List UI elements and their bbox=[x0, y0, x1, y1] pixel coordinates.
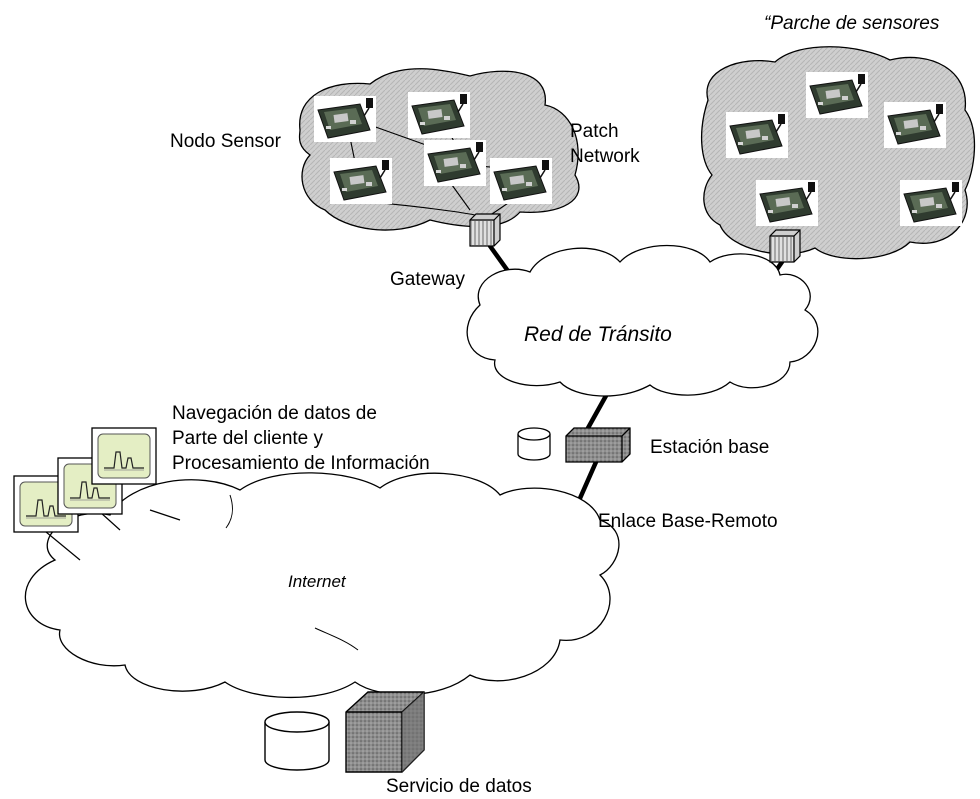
sensor-board-icon bbox=[899, 179, 963, 227]
sensor-board-icon bbox=[883, 101, 947, 149]
internet-cloud bbox=[24, 472, 620, 699]
label-gateway: Gateway bbox=[390, 269, 465, 290]
label-enlace: Enlace Base-Remoto bbox=[598, 511, 778, 532]
label-navegacion-3: Procesamiento de Información bbox=[172, 453, 430, 474]
gateway-box-icon[interactable] bbox=[769, 229, 801, 263]
label-navegacion-2: Parte del cliente y bbox=[172, 428, 324, 449]
label-parche-sensores: “Parche de sensores bbox=[764, 13, 940, 34]
label-servicio-datos: Servicio de datos bbox=[386, 776, 532, 797]
label-nodo-sensor: Nodo Sensor bbox=[170, 131, 281, 152]
label-network: Network bbox=[570, 146, 640, 167]
database-cylinder-icon bbox=[264, 711, 330, 771]
sensor-board-icon bbox=[423, 139, 487, 187]
data-server-icon[interactable] bbox=[345, 691, 425, 773]
transit-cloud bbox=[466, 244, 819, 397]
sensor-board-icon bbox=[407, 91, 471, 139]
sensor-board-icon bbox=[755, 179, 819, 227]
monitor-waveform-icon bbox=[91, 427, 157, 485]
base-station-icon[interactable] bbox=[565, 427, 631, 463]
label-red-transito: Red de Tránsito bbox=[524, 323, 672, 346]
sensor-board-icon bbox=[329, 157, 393, 205]
label-navegacion-1: Navegación de datos de bbox=[172, 403, 377, 424]
sensor-board-icon bbox=[313, 95, 377, 143]
sensor-board-icon bbox=[725, 111, 789, 159]
label-patch: Patch bbox=[570, 121, 619, 142]
gateway-box-icon[interactable] bbox=[469, 213, 501, 247]
label-estacion-base: Estación base bbox=[650, 437, 770, 458]
database-cylinder-icon bbox=[517, 427, 551, 461]
sensor-board-icon bbox=[489, 157, 553, 205]
label-internet: Internet bbox=[288, 572, 346, 591]
sensor-board-icon bbox=[805, 71, 869, 119]
